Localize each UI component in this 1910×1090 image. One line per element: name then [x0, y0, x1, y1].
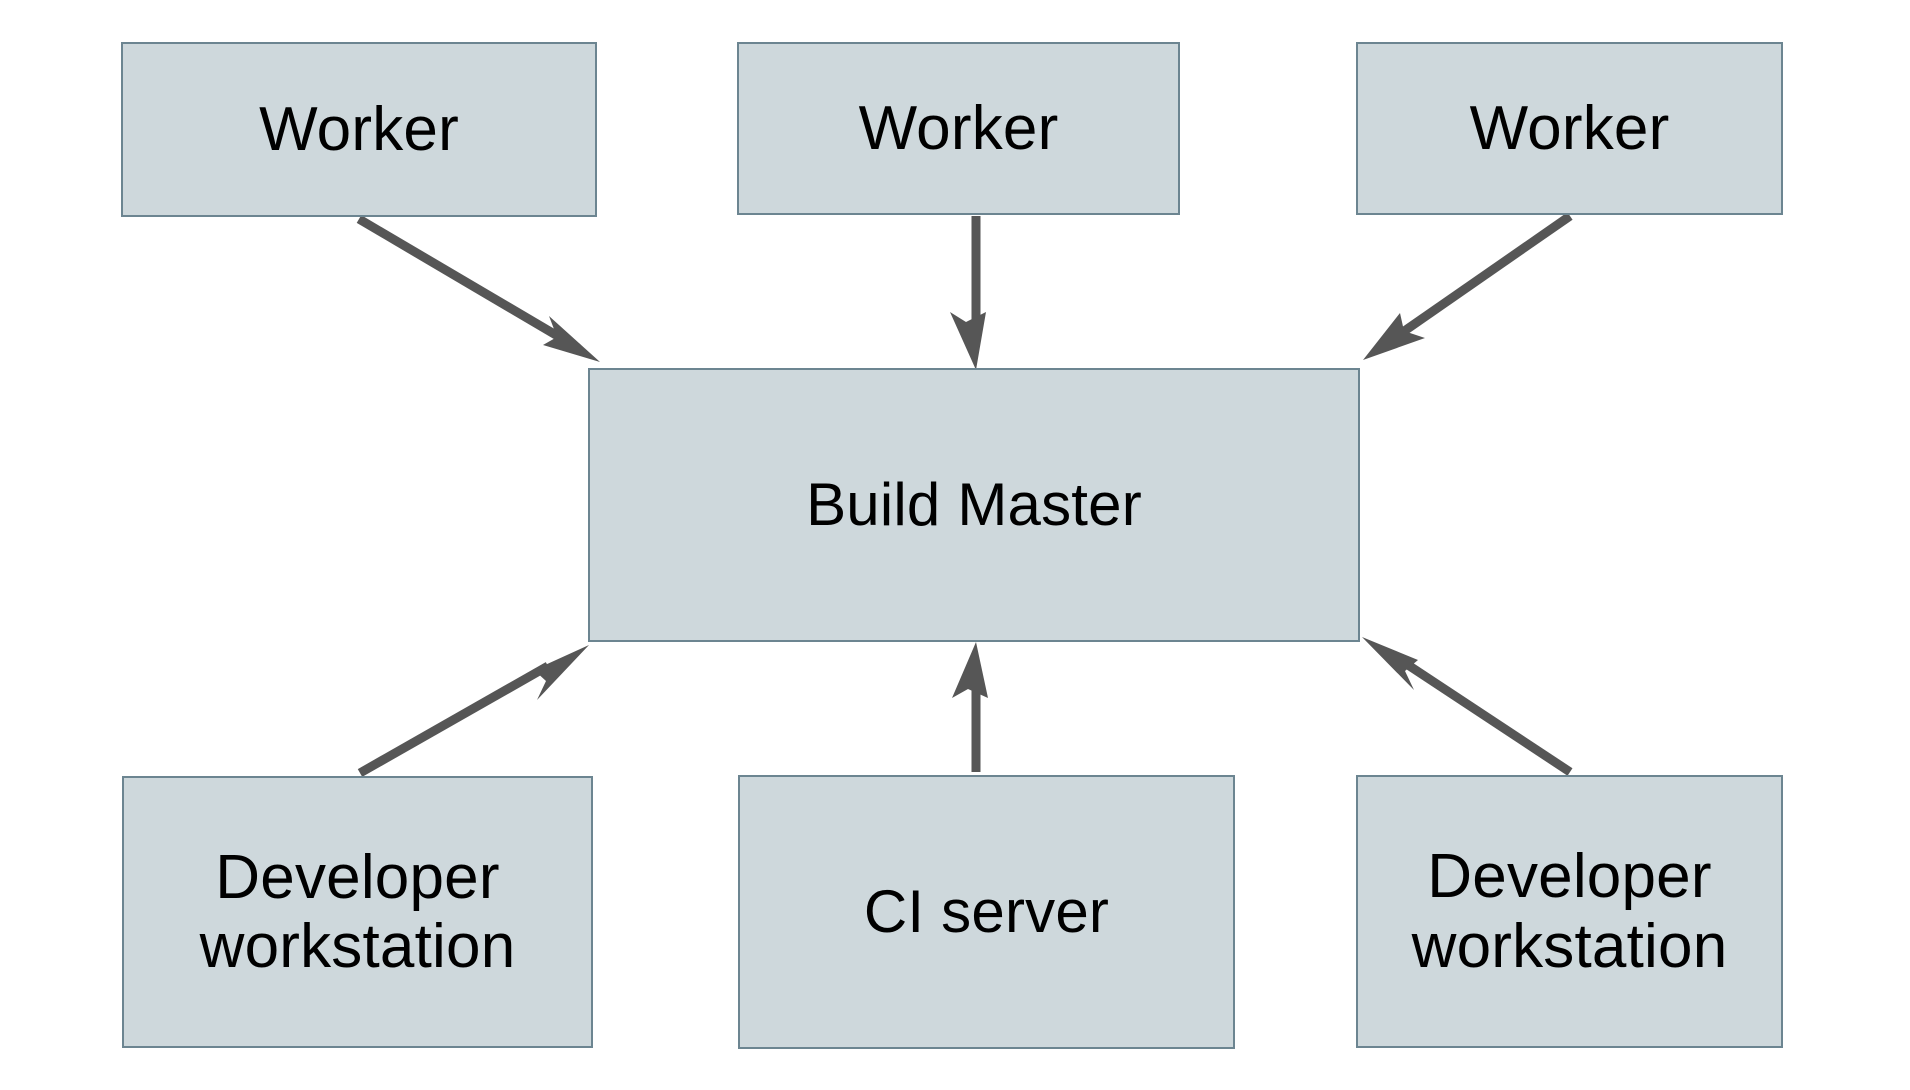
node-label: Developer workstation: [199, 842, 516, 981]
node-label: Build Master: [806, 471, 1142, 539]
node-label: CI server: [863, 878, 1110, 946]
node-worker-2[interactable]: Worker: [737, 42, 1180, 215]
node-ci-server[interactable]: CI server: [738, 775, 1235, 1049]
node-label: Developer workstation: [1411, 842, 1728, 981]
node-worker-1[interactable]: Worker: [121, 42, 597, 217]
edge-ci-server-to-build-master: [952, 642, 988, 772]
edge-worker-2-to-build-master: [950, 216, 986, 370]
node-label: Worker: [259, 94, 459, 164]
node-worker-3[interactable]: Worker: [1356, 42, 1783, 215]
edge-dev-right-to-build-master: [1362, 637, 1573, 776]
edge-dev-left-to-build-master: [357, 645, 589, 777]
node-developer-workstation-left[interactable]: Developer workstation: [122, 776, 593, 1048]
edge-worker-1-to-build-master: [356, 215, 600, 362]
edge-worker-3-to-build-master: [1363, 212, 1573, 360]
node-build-master[interactable]: Build Master: [588, 368, 1360, 642]
node-label: Worker: [858, 93, 1059, 163]
node-developer-workstation-right[interactable]: Developer workstation: [1356, 775, 1783, 1048]
node-label: Worker: [1469, 93, 1670, 163]
